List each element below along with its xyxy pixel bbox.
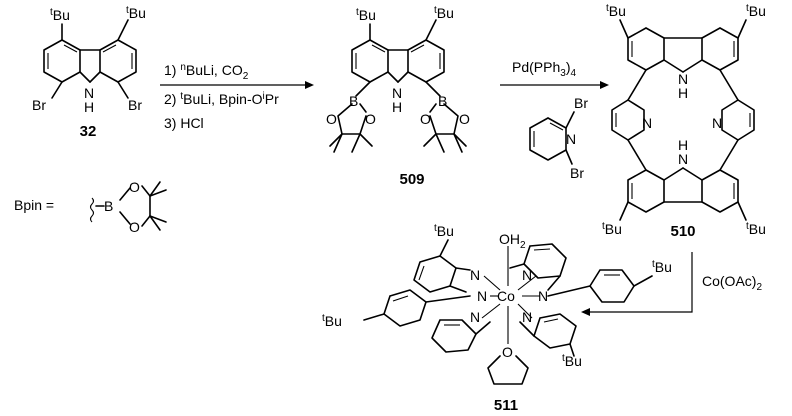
c509-b-right: B	[438, 93, 447, 109]
dibromopyridine-structure	[529, 111, 575, 165]
c511-n-bottom-right: N	[522, 309, 532, 325]
c511-water-ligand: OH2	[499, 231, 526, 251]
condition-step-2: 2) tBuLi, Bpin-OiPr	[164, 91, 279, 107]
c510-tbu-top-right: tBu	[746, 3, 766, 19]
c509-h: H	[392, 99, 402, 115]
c32-tbu-left: tBu	[50, 7, 70, 23]
c509-o-right-b: O	[459, 111, 470, 127]
bpin-b: B	[104, 198, 113, 214]
compound-label-511: 511	[494, 397, 518, 414]
c510-tbu-top-left: tBu	[606, 3, 626, 19]
condition-pd-catalyst: Pd(PPh3)4	[512, 59, 576, 79]
c509-tbu-left: tBu	[356, 7, 376, 23]
c511-tbu-right: tBu	[652, 259, 672, 275]
c32-n: N	[84, 85, 94, 101]
condition-co-acetate: Co(OAc)2	[702, 273, 762, 293]
c32-br-left: Br	[32, 97, 46, 113]
bpin-definition-label: Bpin =	[14, 197, 54, 213]
compound-label-32: 32	[80, 123, 97, 140]
compound-label-510: 510	[670, 223, 695, 240]
c32-h: H	[84, 99, 94, 115]
c32-tbu-right: tBu	[126, 5, 146, 21]
c510-tbu-bottom-left: tBu	[602, 221, 622, 237]
c511-n-top-right: N	[522, 267, 532, 283]
bpin-structure	[89, 181, 167, 231]
c32-br-right: Br	[128, 97, 142, 113]
condition-step-3: 3) HCl	[164, 115, 204, 131]
bpin-o-top: O	[129, 179, 140, 195]
compound-511-structure	[363, 239, 653, 385]
c511-tbu-left: tBu	[322, 313, 342, 329]
compound-32-structure	[43, 19, 137, 99]
c511-n-left: N	[477, 288, 487, 304]
c509-tbu-right: tBu	[434, 5, 454, 21]
c510-n-bottom: N	[678, 151, 688, 167]
compound-label-509: 509	[399, 171, 424, 188]
c511-tbu-top: tBu	[434, 223, 454, 239]
c510-n-right: N	[712, 115, 722, 131]
bpin-o-bottom: O	[129, 219, 140, 235]
c511-n-bottom-left: N	[470, 309, 480, 325]
c511-tbu-bottom: tBu	[562, 353, 582, 369]
c510-tbu-bottom-right: tBu	[746, 221, 766, 237]
c509-o-left-b: O	[365, 111, 376, 127]
arrowhead-step-1	[305, 81, 314, 89]
c509-b-left: B	[349, 93, 358, 109]
arrowhead-step-2	[600, 81, 609, 89]
c509-o-right-a: O	[420, 111, 431, 127]
c511-n-top-left: N	[470, 267, 480, 283]
c510-n-top: N	[678, 71, 688, 87]
pyridine-br-top: Br	[574, 95, 588, 111]
c509-n: N	[392, 85, 402, 101]
c511-thf-o: O	[502, 344, 513, 360]
pyridine-n: N	[566, 131, 576, 147]
condition-step-1: 1) nBuLi, CO2	[164, 62, 249, 82]
compound-509-structure	[329, 19, 467, 153]
c510-h-bottom: H	[678, 137, 688, 153]
pyridine-br-bottom: Br	[570, 165, 584, 181]
c510-n-left: N	[642, 115, 652, 131]
arrowhead-step-3	[581, 308, 590, 316]
c511-n-right: N	[538, 288, 548, 304]
c509-o-left-a: O	[326, 111, 337, 127]
arrow-step-3	[590, 252, 693, 313]
c510-h-top: H	[678, 85, 688, 101]
c511-cobalt: Co	[497, 288, 515, 304]
compound-510-structure	[611, 19, 755, 221]
